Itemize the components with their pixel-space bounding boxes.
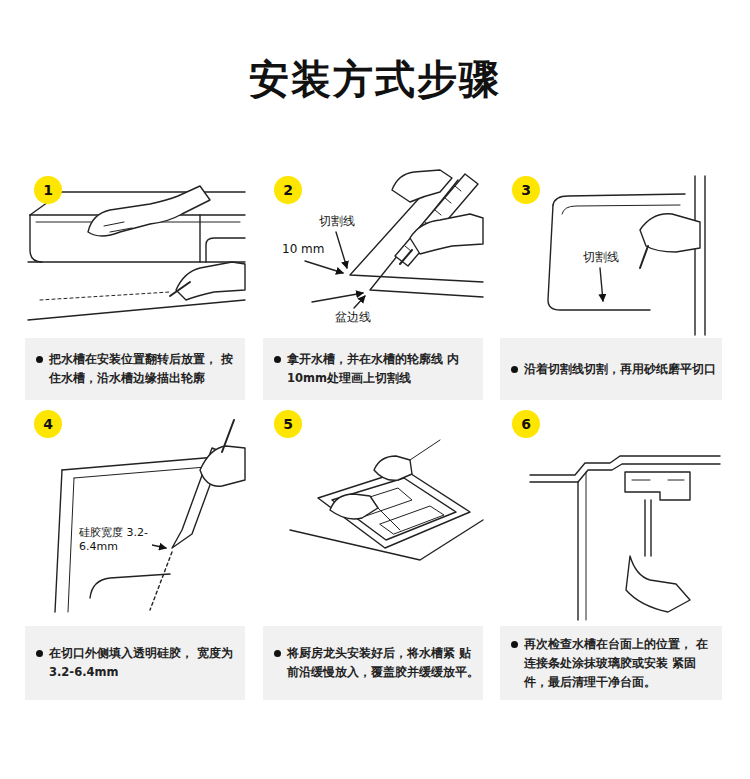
bullet-dot — [36, 650, 43, 657]
callout-number: 5 — [283, 416, 293, 432]
step-number: 3 — [512, 176, 540, 204]
bullet-dot — [511, 641, 518, 648]
illustration-label: 切割线 — [318, 214, 356, 229]
caption-box: 拿开水槽，并在水槽的轮廓线 内10mm处理画上切割线 — [263, 338, 483, 400]
illustration-label: 切割线 — [582, 250, 620, 265]
caption-text: 再次检查水槽在台面上的位置， 在连接条处涂抹玻璃胶或安装 紧固件，最后清理干净台… — [524, 635, 718, 692]
caption-body: 将厨房龙头安装好后，将水槽紧 贴前沿缓慢放入，覆盖胶并缓缓放平。 — [287, 644, 479, 682]
caption-text: 把水槽在安装位置翻转后放置， 按住水槽，沿水槽边缘描出轮廓 — [49, 350, 241, 388]
step2-illustration — [305, 170, 483, 308]
caption-text: 在切口外侧填入透明硅胶， 宽度为3.2-6.4mm — [49, 644, 241, 682]
step1-illustration — [28, 186, 245, 320]
illustration-label: 盆边线 — [334, 310, 372, 325]
step3-illustration — [548, 176, 705, 335]
caption-text: 沿着切割线切割，再用砂纸磨平切口 — [524, 360, 718, 379]
callout-number: 2 — [283, 182, 293, 198]
caption-box: 把水槽在安装位置翻转后放置， 按住水槽，沿水槽边缘描出轮廓 — [25, 338, 245, 400]
step6-illustration — [530, 456, 720, 620]
step-number: 1 — [34, 176, 62, 204]
callout-number: 3 — [521, 182, 531, 198]
step4-illustration — [55, 420, 245, 612]
bullet-dot — [511, 366, 518, 373]
caption-body: 在切口外侧填入透明硅胶， 宽度为3.2-6.4mm — [49, 644, 241, 682]
bullet-dot — [36, 356, 43, 363]
caption-body: 拿开水槽，并在水槽的轮廓线 内10mm处理画上切割线 — [287, 350, 479, 388]
bullet-dot — [274, 650, 281, 657]
caption-box: 在切口外侧填入透明硅胶， 宽度为3.2-6.4mm — [25, 626, 245, 700]
callout-number: 6 — [521, 416, 531, 432]
callout-number: 1 — [43, 182, 53, 198]
caption-body: 再次检查水槽在台面上的位置， 在连接条处涂抹玻璃胶或安装 紧固件，最后清理干净台… — [524, 635, 718, 692]
step-number: 4 — [34, 410, 62, 438]
caption-box: 再次检查水槽在台面上的位置， 在连接条处涂抹玻璃胶或安装 紧固件，最后清理干净台… — [500, 626, 722, 700]
step5-illustration — [290, 440, 483, 560]
caption-text: 将厨房龙头安装好后，将水槽紧 贴前沿缓慢放入，覆盖胶并缓缓放平。 — [287, 644, 479, 682]
caption-body: 把水槽在安装位置翻转后放置， 按住水槽，沿水槽边缘描出轮廓 — [49, 350, 241, 388]
bullet-dot — [274, 356, 281, 363]
illustration-label: 10 mm — [281, 242, 325, 257]
caption-body: 沿着切割线切割，再用砂纸磨平切口 — [524, 360, 718, 379]
step-number: 2 — [274, 176, 302, 204]
callout-number: 4 — [43, 416, 53, 432]
title: 安装方式步骤 — [0, 54, 750, 104]
illustration-label: 硅胶宽度 3.2-6.4mm — [78, 526, 152, 554]
caption-box: 将厨房龙头安装好后，将水槽紧 贴前沿缓慢放入，覆盖胶并缓缓放平。 — [263, 626, 483, 700]
step-number: 5 — [274, 410, 302, 438]
step-number: 6 — [512, 410, 540, 438]
caption-box: 沿着切割线切割，再用砂纸磨平切口 — [500, 338, 722, 400]
caption-text: 拿开水槽，并在水槽的轮廓线 内10mm处理画上切割线 — [287, 350, 479, 388]
